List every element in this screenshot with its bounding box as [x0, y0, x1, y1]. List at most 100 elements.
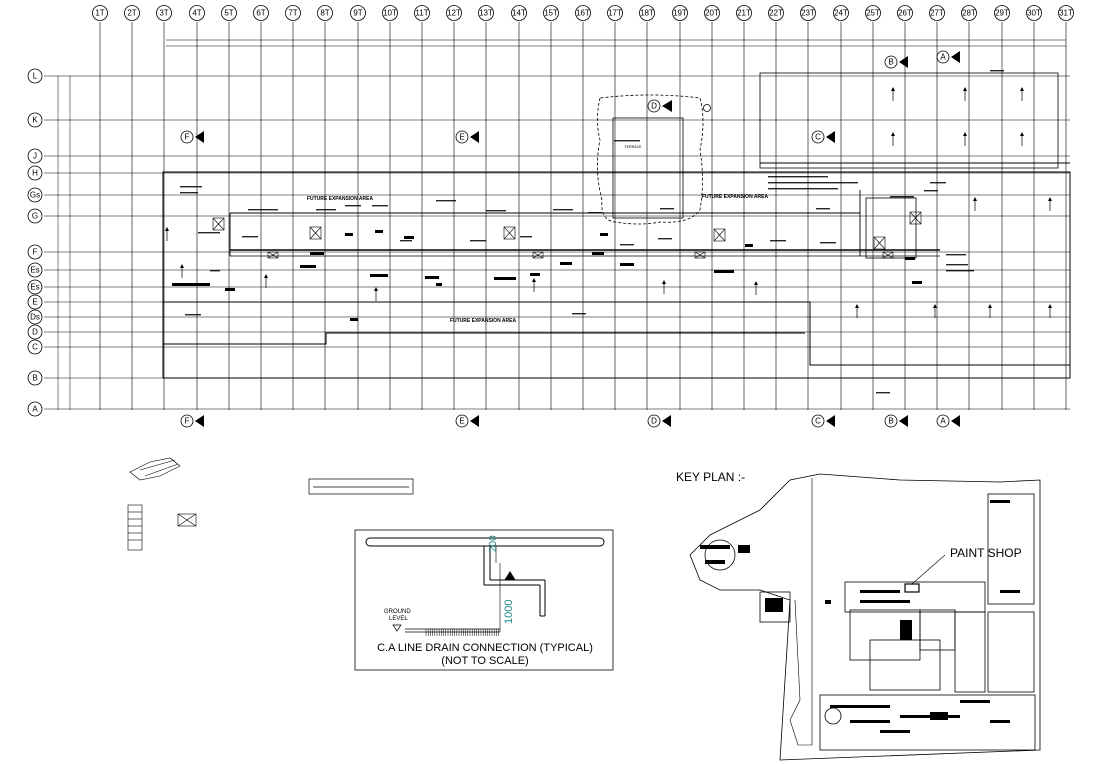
- note-text-mark: [768, 176, 828, 178]
- grid-label-top: 1T: [95, 9, 104, 18]
- section-bubble: [180, 130, 194, 144]
- section-plaza-label: D: [651, 102, 657, 111]
- note-text-mark: [930, 182, 946, 184]
- note-text-mark: [486, 210, 506, 212]
- ca-pipe-route: [229, 190, 940, 259]
- note-text-mark: [770, 240, 786, 242]
- section-bubble: [936, 50, 950, 64]
- grid-label-top: 2T: [127, 9, 136, 18]
- pipe-marker: [714, 270, 734, 273]
- section-label: D: [651, 417, 657, 426]
- section-bubble: [884, 55, 898, 69]
- grid-label-top: 17T: [608, 9, 622, 18]
- equipment-box: [503, 226, 516, 240]
- grid-label-top: 15T: [544, 9, 558, 18]
- grid-label-top: 31T: [1059, 9, 1073, 18]
- ground-level-label-1: GROUND: [384, 609, 411, 615]
- grid-label-top: 4T: [192, 9, 201, 18]
- note-text-mark: [588, 212, 602, 214]
- section-arrow-icon: [195, 131, 204, 143]
- note-text-mark: [658, 238, 672, 240]
- section-arrow-icon: [195, 415, 204, 427]
- pipe-marker: [494, 277, 516, 280]
- top-dimension-line: [166, 39, 1066, 47]
- grid-bubble-top: [511, 5, 527, 21]
- annotation-notes: [165, 70, 1052, 394]
- grid-label-top: 29T: [995, 9, 1009, 18]
- grid-bubble-top: [897, 5, 913, 21]
- grid-bubble-top: [607, 5, 623, 21]
- grid-label-left: C: [32, 343, 38, 352]
- grid-bubble-left: [27, 165, 43, 181]
- grid-label-top: 3T: [159, 9, 168, 18]
- grid-bubble-top: [800, 5, 816, 21]
- grid-label-left: Gs: [30, 191, 40, 200]
- note-text-mark: [185, 314, 201, 316]
- section-label: B: [888, 58, 893, 67]
- pipe-marker: [345, 233, 353, 236]
- key-plan-block: [960, 700, 990, 703]
- equipment-box: [873, 236, 886, 250]
- ground-level-label-2: LEVEL: [389, 616, 408, 622]
- terrace-label: TERRACE: [624, 145, 642, 149]
- grid-bubble-top: [253, 5, 269, 21]
- pipe-marker: [375, 230, 383, 233]
- grid-label-top: 20T: [705, 9, 719, 18]
- left-dimension-line: [57, 76, 71, 410]
- grid-bubble-top: [350, 5, 366, 21]
- note-text-mark: [180, 192, 198, 194]
- section-bubble: [180, 414, 194, 428]
- grid-bubble-top: [994, 5, 1010, 21]
- section-label: C: [815, 133, 821, 142]
- section-arrow-icon: [826, 131, 835, 143]
- key-plan-block: [860, 590, 900, 593]
- grid-label-left: F: [33, 248, 38, 257]
- equipment-box: [713, 228, 726, 242]
- dim-1000-label: 1000: [503, 600, 515, 624]
- grid-bubble-top: [672, 5, 688, 21]
- note-text-mark: [470, 240, 486, 242]
- building-outline: [162, 72, 1071, 379]
- grid-bubble-left: [27, 208, 43, 224]
- grid-label-left: H: [32, 169, 38, 178]
- grid-label-top: 11T: [415, 9, 428, 18]
- section-marker-plaza: D: [647, 99, 711, 113]
- note-text-mark: [180, 186, 202, 188]
- note-text-mark: [768, 182, 858, 184]
- grid-bubble-left: [27, 324, 43, 340]
- grid-label-top: 26T: [898, 9, 912, 18]
- pipe-marker: [350, 318, 358, 321]
- grid-label-left: D: [32, 328, 38, 337]
- section-label: A: [940, 53, 946, 62]
- section-bubble: [455, 130, 469, 144]
- paint-shop-label: PAINT SHOP: [950, 546, 1022, 560]
- key-plan-block: [830, 705, 890, 708]
- note-text-mark: [572, 313, 586, 315]
- grid-label-top: 25T: [866, 9, 880, 18]
- grid-bubble-top: [478, 5, 494, 21]
- pipe-marker: [310, 252, 324, 255]
- section-bubble: [647, 414, 661, 428]
- pipe-marker: [436, 283, 442, 286]
- dim-200-label: 200: [488, 535, 499, 552]
- grid-bubble-top: [833, 5, 849, 21]
- grid-label-top: 22T: [769, 9, 783, 18]
- drain-connection-detail: 200 1000 GROUND LEVEL C.A LINE DRAIN CON…: [354, 529, 614, 671]
- note-text-mark: [210, 270, 220, 272]
- note-text-mark: [816, 208, 830, 210]
- note-text-mark: [400, 240, 412, 242]
- key-plan-title: KEY PLAN :-: [676, 470, 745, 484]
- grid-bubble-top: [221, 5, 237, 21]
- grid-label-top: 14T: [512, 9, 526, 18]
- grid-label-top: 23T: [801, 9, 815, 18]
- note-text-mark: [372, 205, 388, 207]
- grid-bubble-top: [961, 5, 977, 21]
- pipe-marker: [300, 265, 316, 268]
- grid-bubble-top: [736, 5, 752, 21]
- pipe-marker: [560, 262, 572, 265]
- drain-detail-scale-note: (NOT TO SCALE): [441, 655, 528, 667]
- grid-bubble-top: [189, 5, 205, 21]
- grid-bubble-top: [704, 5, 720, 21]
